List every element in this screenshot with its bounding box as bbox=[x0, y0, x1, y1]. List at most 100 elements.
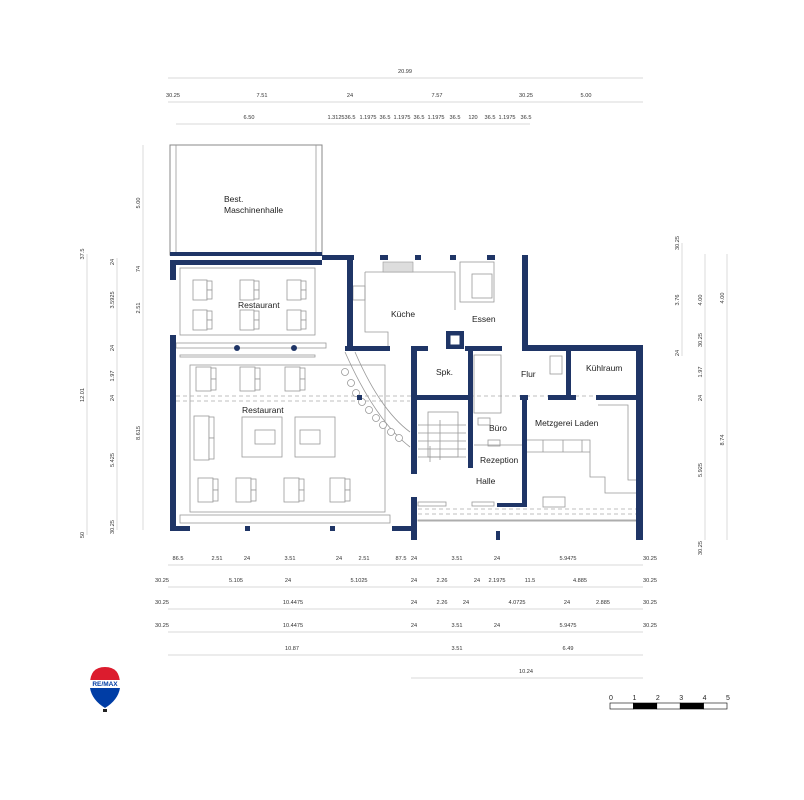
dimension-label: 30.25 bbox=[698, 541, 704, 555]
wall-segment bbox=[170, 335, 176, 531]
table bbox=[283, 477, 300, 503]
dimension-label: 24 bbox=[244, 556, 250, 562]
dimension-label: 24 bbox=[474, 578, 480, 584]
dimension-label: 24 bbox=[494, 556, 500, 562]
dimension-label: 5.9475 bbox=[559, 623, 576, 629]
dimension-label: 24 bbox=[463, 600, 469, 606]
dimension-label: 12.01 bbox=[80, 388, 86, 402]
chair bbox=[254, 378, 261, 391]
chair bbox=[212, 489, 219, 502]
wall-segment bbox=[566, 350, 571, 400]
dimension-label: 30.25 bbox=[675, 236, 681, 250]
chair bbox=[300, 280, 307, 291]
dimension-label: 36.5 bbox=[450, 115, 461, 121]
wall-segment bbox=[170, 260, 322, 265]
chair bbox=[208, 437, 215, 460]
chair bbox=[210, 367, 217, 380]
dimension-label: 5.925 bbox=[698, 463, 704, 477]
chair bbox=[300, 289, 307, 300]
wall-segment bbox=[380, 255, 388, 260]
chair bbox=[206, 289, 213, 300]
dimension-label: 1.3125 bbox=[327, 115, 344, 121]
dimension-label: 2.26 bbox=[437, 578, 448, 584]
table bbox=[286, 309, 302, 331]
table bbox=[284, 366, 301, 392]
dimension-label: 30.25 bbox=[155, 600, 169, 606]
dimension-label: 30.25 bbox=[166, 93, 180, 99]
room-label-rezeption: Rezeption bbox=[480, 455, 519, 465]
table bbox=[192, 279, 208, 301]
dimension-label: 30.25 bbox=[519, 93, 533, 99]
dimension-label: 1.1975 bbox=[393, 115, 410, 121]
dimension-label: 3.76 bbox=[675, 295, 681, 306]
chair bbox=[253, 310, 260, 321]
lounge-table bbox=[254, 429, 276, 445]
walls bbox=[170, 255, 643, 540]
chair bbox=[254, 367, 261, 380]
dimension-label: 2.885 bbox=[596, 600, 610, 606]
chair bbox=[250, 478, 257, 491]
dimension-label: 30.25 bbox=[110, 520, 116, 534]
wall-segment bbox=[245, 526, 250, 531]
room-label-kuehlraum: Kühlraum bbox=[586, 363, 622, 373]
scale-bar-segment bbox=[656, 702, 681, 710]
table bbox=[192, 309, 208, 331]
dimension-label: 36.5 bbox=[521, 115, 532, 121]
dimension-label: 24 bbox=[336, 556, 342, 562]
dimension-label: 36.5 bbox=[380, 115, 391, 121]
dimension-label: 5.00 bbox=[136, 198, 142, 209]
dimension-label: 3.51 bbox=[452, 646, 463, 652]
dimension-label: 30.25 bbox=[643, 600, 657, 606]
dimension-label: 2.51 bbox=[136, 303, 142, 314]
column bbox=[234, 345, 240, 351]
room-label-maschinenhalle-line1: Best. bbox=[224, 194, 243, 204]
table bbox=[193, 415, 210, 461]
dimension-label: 20.99 bbox=[398, 69, 412, 75]
chair bbox=[253, 280, 260, 291]
dimension-label: 24 bbox=[285, 578, 291, 584]
dimension-label: 30.25 bbox=[643, 623, 657, 629]
dimension-label: 1.1975 bbox=[498, 115, 515, 121]
table bbox=[286, 279, 302, 301]
wall-segment bbox=[487, 255, 495, 260]
chair bbox=[212, 478, 219, 491]
dimension-label: 74 bbox=[136, 266, 142, 272]
room-label-halle: Halle bbox=[476, 476, 496, 486]
dimension-label: 5.1025 bbox=[350, 578, 367, 584]
table bbox=[239, 309, 255, 331]
bar-stool bbox=[395, 434, 403, 442]
wall-segment bbox=[347, 255, 353, 351]
dimension-label: 1.1975 bbox=[427, 115, 444, 121]
dimension-label: 1.1975 bbox=[359, 115, 376, 121]
scale-bar-label: 4 bbox=[703, 695, 707, 702]
furniture bbox=[175, 261, 640, 524]
wall-segment bbox=[416, 395, 470, 400]
dimension-label: 10.24 bbox=[519, 669, 533, 675]
dimension-label: 24 bbox=[411, 600, 417, 606]
bar-stool bbox=[379, 421, 387, 429]
wall-segment bbox=[522, 345, 643, 351]
dimension-label: 8.74 bbox=[720, 435, 726, 446]
dimension-label: 24 bbox=[564, 600, 570, 606]
chair bbox=[300, 319, 307, 330]
remax-balloon-logo: RE/MAX bbox=[89, 667, 121, 712]
dimension-label: 30.25 bbox=[155, 578, 169, 584]
wall-segment bbox=[415, 255, 421, 260]
scale-bar-label: 2 bbox=[656, 695, 660, 702]
dimension-label: 30.25 bbox=[155, 623, 169, 629]
bar-stool bbox=[387, 428, 395, 436]
dimension-label: 2.26 bbox=[437, 600, 448, 606]
dimension-label: 1.97 bbox=[698, 367, 704, 378]
dimension-label: 3.51 bbox=[452, 556, 463, 562]
scale-bar-segment bbox=[633, 702, 658, 710]
chair bbox=[206, 310, 213, 321]
dimension-label: 30.25 bbox=[643, 578, 657, 584]
dimension-label: 10.4475 bbox=[283, 623, 303, 629]
dimension-label: 86.5 bbox=[173, 556, 184, 562]
dimension-label: 6.50 bbox=[244, 115, 255, 121]
lounge-table bbox=[299, 429, 321, 445]
dimension-label: 2.51 bbox=[212, 556, 223, 562]
